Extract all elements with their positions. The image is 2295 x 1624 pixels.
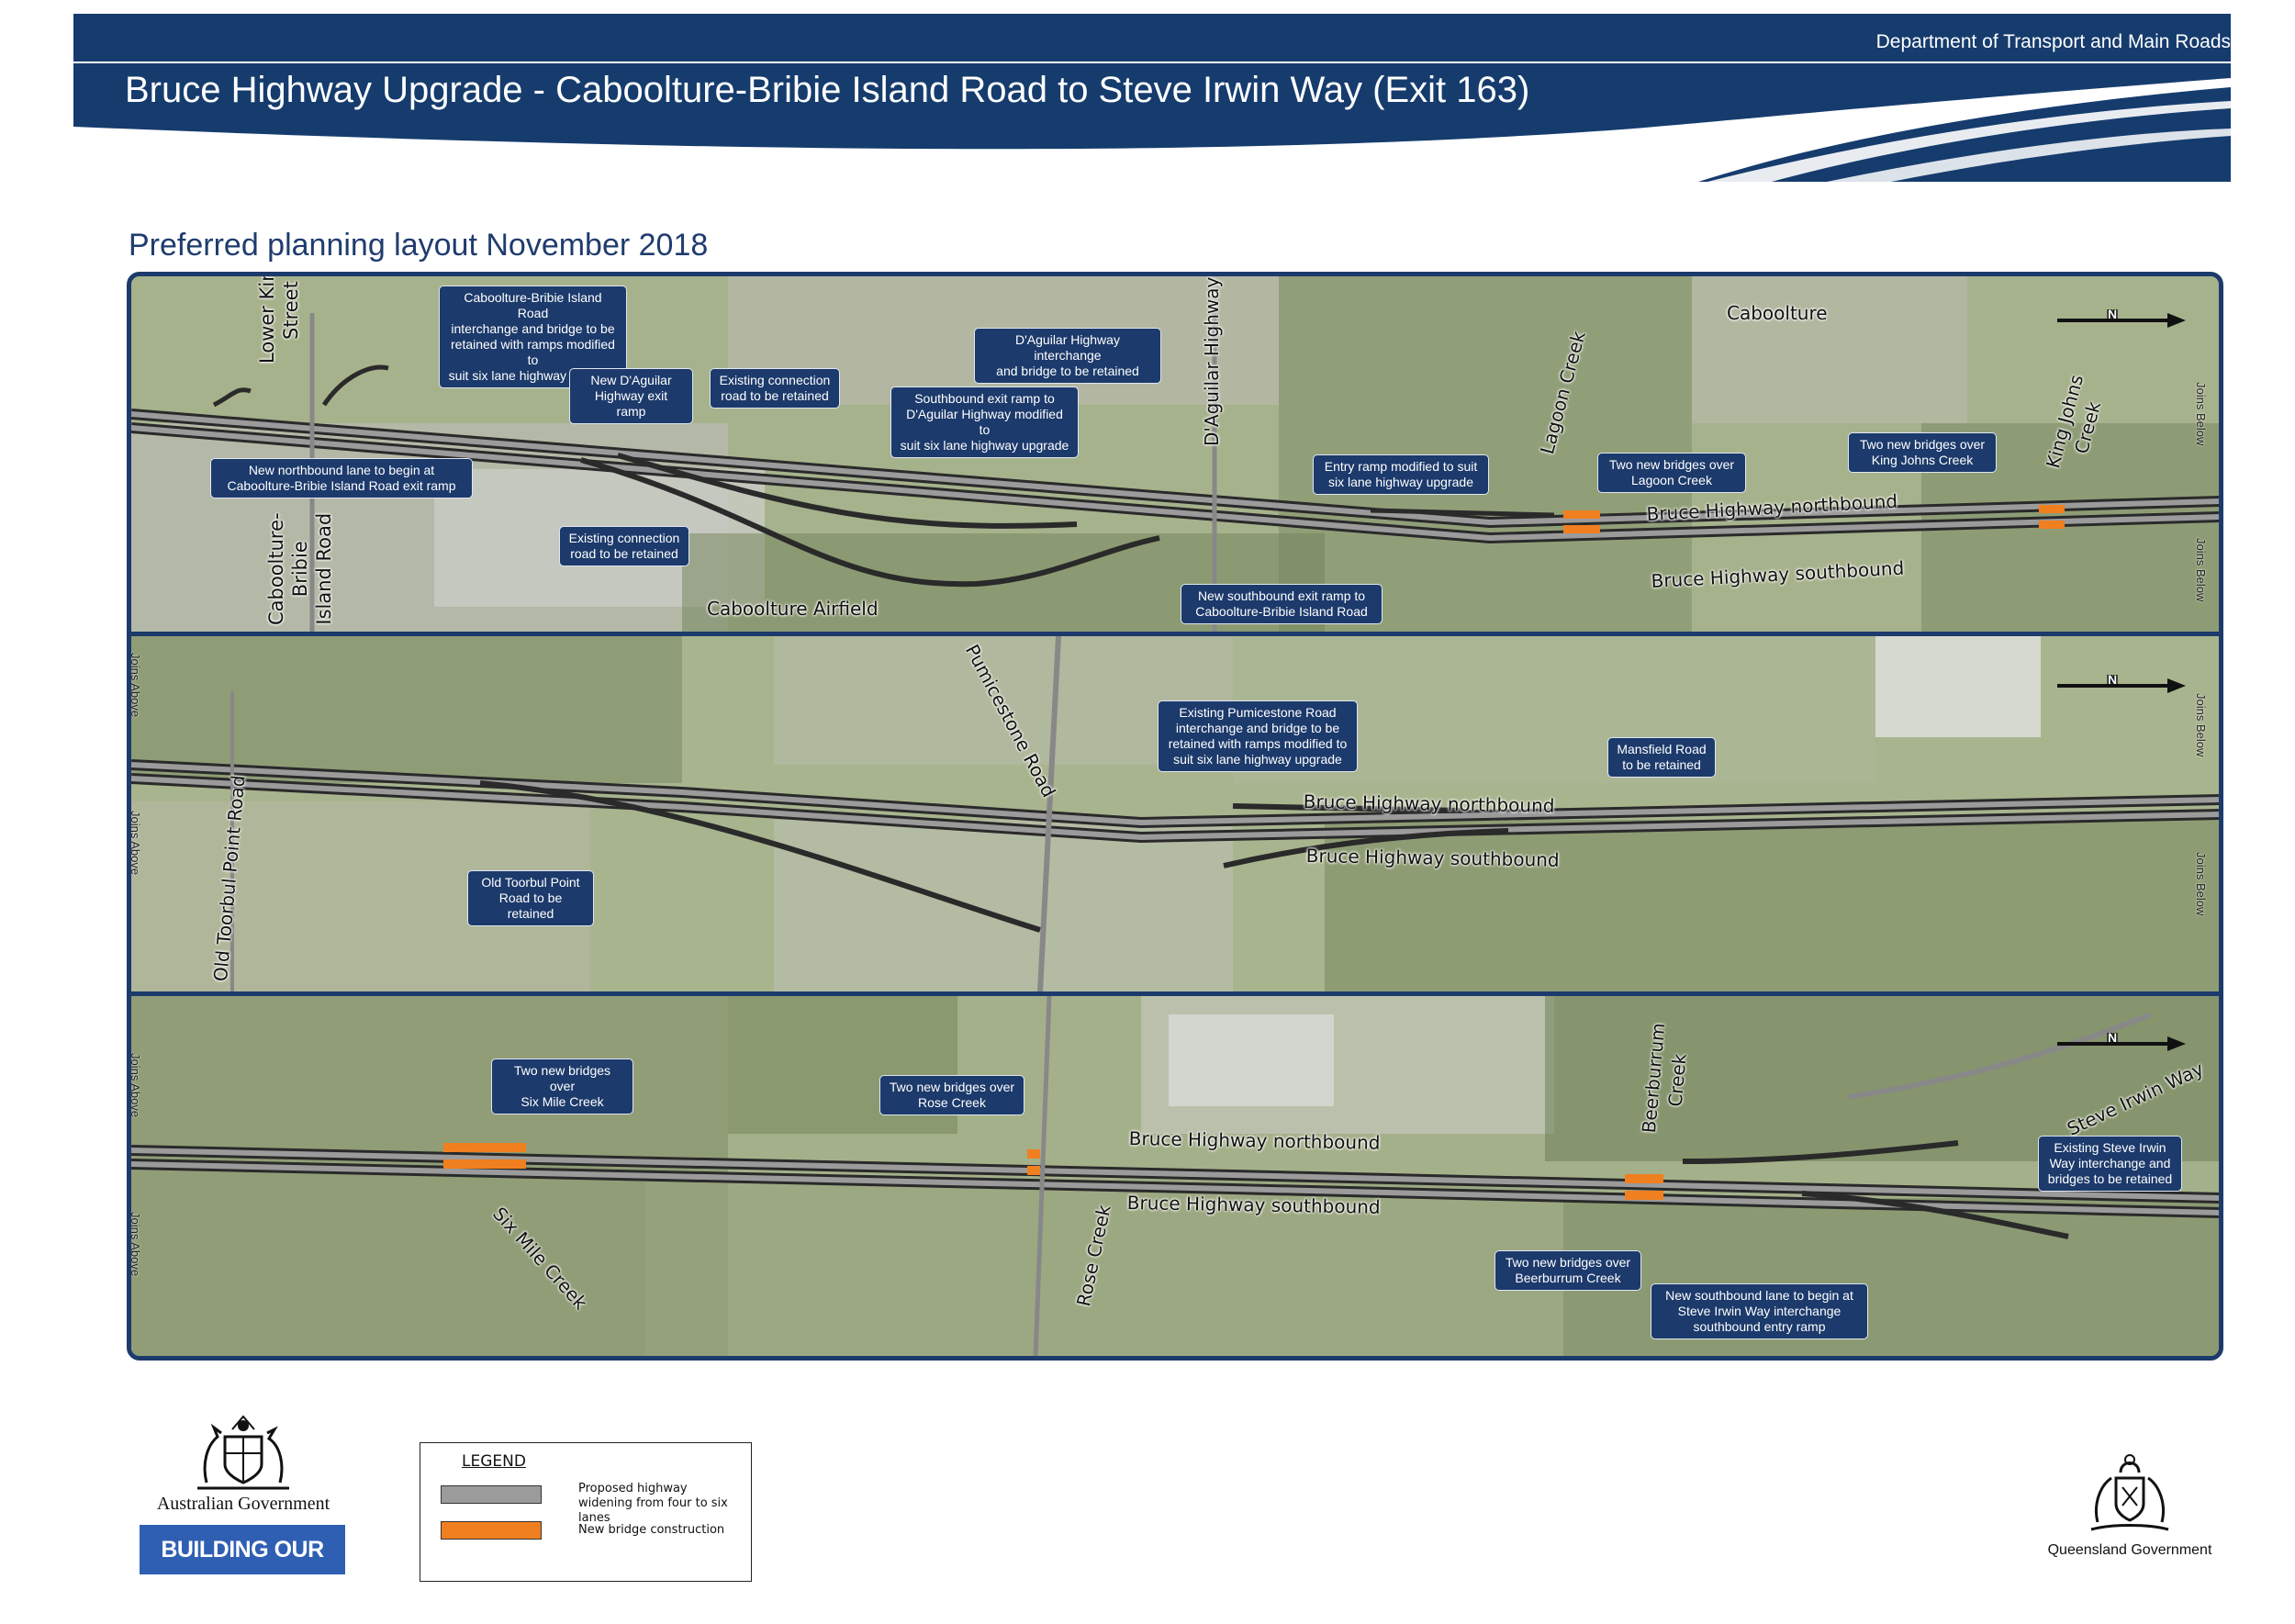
- page-title: Bruce Highway Upgrade - Caboolture-Bribi…: [125, 70, 1530, 110]
- legend-title: LEGEND: [462, 1452, 526, 1471]
- label-caboolture-bribie-road: Caboolture- Bribie Island Road: [265, 512, 335, 625]
- legend-label-bridge: New bridge construction: [578, 1523, 725, 1537]
- joins-below-right-1: Joins Below: [2194, 382, 2208, 446]
- building-our-future-badge: BUILDING OUR FUTURE: [140, 1525, 345, 1612]
- callout-old-toorbul-point-road: Old Toorbul Point Road to be retained: [467, 870, 594, 926]
- label-northbound: Bruce Highway northbound: [1128, 1127, 1381, 1154]
- north-arrow-icon: N: [2057, 1033, 2186, 1051]
- label-southbound: Bruce Highway southbound: [1305, 845, 1560, 871]
- label-northbound: Bruce Highway northbound: [1303, 790, 1555, 817]
- legend-box: LEGEND Proposed highway widening from fo…: [420, 1442, 752, 1582]
- north-arrow-icon: N: [2057, 675, 2186, 693]
- joins-above-left-1: Joins Above: [131, 1053, 142, 1118]
- svg-text:N: N: [2108, 675, 2117, 687]
- label-caboolture-airfield: Caboolture Airfield: [707, 598, 879, 620]
- callout-new-southbound-lane: New southbound lane to begin at Steve Ir…: [1651, 1283, 1868, 1339]
- callout-new-southbound-exit-ramp: New southbound exit ramp to Caboolture-B…: [1181, 584, 1383, 624]
- queensland-government-logo: Queensland Government: [2020, 1450, 2240, 1561]
- callout-steve-irwin-way-interchange: Existing Steve Irwin Way interchange and…: [2038, 1136, 2182, 1192]
- callout-six-mile-creek-bridges: Two new bridges over Six Mile Creek: [491, 1058, 633, 1114]
- coat-of-arms-icon: [197, 1415, 289, 1490]
- callout-existing-connection-road: Existing connection road to be retained: [710, 368, 840, 409]
- joins-above-left-2: Joins Above: [131, 1212, 142, 1277]
- callout-daguilar-interchange: D'Aguilar Highway interchange and bridge…: [974, 328, 1161, 384]
- map-subtitle: Preferred planning layout November 2018: [129, 228, 709, 263]
- callout-rose-creek-bridges: Two new bridges over Rose Creek: [879, 1075, 1024, 1115]
- panel-2-map-graphics: [131, 636, 2219, 991]
- joins-above-left-1: Joins Above: [131, 653, 142, 718]
- callout-mansfield-road: Mansfield Road to be retained: [1607, 737, 1716, 778]
- north-arrow-icon: N: [2057, 309, 2186, 328]
- svg-text:N: N: [2108, 309, 2117, 321]
- callout-southbound-exit-ramp-daguilar: Southbound exit ramp to D'Aguilar Highwa…: [890, 386, 1079, 458]
- map-frame: Caboolture-Bribie Island Road interchang…: [127, 272, 2223, 1361]
- label-southbound: Bruce Highway southbound: [1126, 1192, 1381, 1218]
- svg-text:N: N: [2108, 1033, 2117, 1045]
- label-caboolture: Caboolture: [1727, 302, 1828, 324]
- panel-divider-1: [131, 632, 2219, 636]
- label-daguilar-highway: D'Aguilar Highway: [1201, 276, 1223, 446]
- callout-new-daguilar-exit-ramp: New D'Aguilar Highway exit ramp: [569, 368, 693, 424]
- callout-existing-connection-road-2: Existing connection road to be retained: [559, 526, 689, 566]
- header-swoosh: [73, 14, 2231, 182]
- joins-below-right-2: Joins Below: [2194, 538, 2208, 602]
- legend-swatch-bridge: [441, 1521, 542, 1540]
- callout-entry-ramp-modified: Entry ramp modified to suit six lane hig…: [1313, 454, 1489, 495]
- australian-government-logo: Australian Government BUILDING OUR FUTUR…: [138, 1409, 349, 1612]
- callout-beerburrum-creek-bridges: Two new bridges over Beerburrum Creek: [1495, 1250, 1641, 1291]
- callout-pumicestone-interchange: Existing Pumicestone Road interchange an…: [1158, 700, 1358, 772]
- joins-below-right-2: Joins Below: [2194, 852, 2208, 916]
- joins-below-right-1: Joins Below: [2194, 693, 2208, 757]
- australian-government-text: Australian Government: [156, 1494, 330, 1514]
- legend-label-widening: Proposed highway widening from four to s…: [578, 1482, 728, 1525]
- map-panel-3: Two new bridges over Six Mile Creek Two …: [131, 996, 2219, 1356]
- map-panel-2: Existing Pumicestone Road interchange an…: [131, 636, 2219, 991]
- callout-new-northbound-lane: New northbound lane to begin at Cabooltu…: [210, 458, 473, 498]
- panel-3-map-graphics: [131, 996, 2219, 1356]
- label-lower-king-street: Lower King Street: [256, 276, 302, 364]
- joins-above-left-2: Joins Above: [131, 811, 142, 876]
- legend-swatch-widening: [441, 1485, 542, 1504]
- queensland-government-text: Queensland Government: [2047, 1542, 2212, 1558]
- callout-king-johns-creek-bridges: Two new bridges over King Johns Creek: [1848, 432, 1997, 473]
- label-beerburrum-creek: Beerburrum Creek: [1637, 1022, 1691, 1135]
- department-name: Department of Transport and Main Roads: [1875, 31, 2231, 52]
- map-panel-1: Caboolture-Bribie Island Road interchang…: [131, 276, 2219, 632]
- panel-divider-2: [131, 991, 2219, 996]
- callout-lagoon-creek-bridges: Two new bridges over Lagoon Creek: [1597, 453, 1746, 493]
- coat-of-arms-icon: [2090, 1454, 2169, 1531]
- header-banner: Department of Transport and Main Roads B…: [0, 0, 2295, 193]
